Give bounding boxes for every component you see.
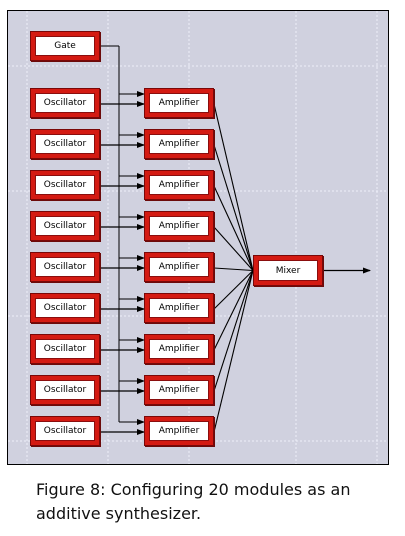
amplifier-module: Amplifier — [144, 416, 214, 446]
oscillator-module: Oscillator — [30, 252, 100, 282]
wires — [100, 45, 371, 435]
oscillator-module: Oscillator — [30, 293, 100, 323]
amplifier-module: Amplifier — [144, 334, 214, 364]
amplifier-module: Amplifier — [144, 375, 214, 405]
amplifier-module-label: Amplifier — [149, 339, 209, 359]
amplifier-module: Amplifier — [144, 170, 214, 200]
oscillator-module-label: Oscillator — [35, 257, 95, 277]
mixer-input-wire — [213, 270, 254, 351]
oscillator-module-label: Oscillator — [35, 216, 95, 236]
amplifier-module: Amplifier — [144, 211, 214, 241]
mixer-module: Mixer — [253, 255, 323, 286]
amplifier-module: Amplifier — [144, 293, 214, 323]
oscillator-module-label: Oscillator — [35, 380, 95, 400]
oscillator-module: Oscillator — [30, 334, 100, 364]
oscillator-module-label: Oscillator — [35, 93, 95, 113]
amplifier-module-label: Amplifier — [149, 298, 209, 318]
mixer-input-wire — [213, 270, 254, 392]
amplifier-module-label: Amplifier — [149, 257, 209, 277]
amplifier-module-label: Amplifier — [149, 93, 209, 113]
gate-module: Gate — [30, 31, 100, 61]
figure-caption: Figure 8: Configuring 20 modules as an a… — [36, 480, 351, 523]
oscillator-module-label: Oscillator — [35, 298, 95, 318]
mixer-input-wire — [213, 185, 254, 271]
oscillator-module: Oscillator — [30, 416, 100, 446]
oscillator-module-label: Oscillator — [35, 175, 95, 195]
amplifier-module-label: Amplifier — [149, 421, 209, 441]
oscillator-module-label: Oscillator — [35, 339, 95, 359]
amplifier-module-label: Amplifier — [149, 134, 209, 154]
amplifier-module: Amplifier — [144, 252, 214, 282]
oscillator-module: Oscillator — [30, 211, 100, 241]
mixer-input-wire — [213, 144, 254, 271]
oscillator-module-label: Oscillator — [35, 134, 95, 154]
oscillator-module: Oscillator — [30, 170, 100, 200]
amplifier-module: Amplifier — [144, 88, 214, 118]
gate-module-label: Gate — [35, 36, 95, 56]
mixer-module-label: Mixer — [258, 260, 318, 281]
oscillator-module-label: Oscillator — [35, 421, 95, 441]
mixer-input-wire — [213, 226, 254, 271]
oscillator-module: Oscillator — [30, 375, 100, 405]
mixer-input-wire — [213, 103, 254, 271]
amplifier-module: Amplifier — [144, 129, 214, 159]
oscillator-module: Oscillator — [30, 88, 100, 118]
amplifier-module-label: Amplifier — [149, 175, 209, 195]
mixer-input-wire — [213, 270, 254, 433]
amplifier-module-label: Amplifier — [149, 216, 209, 236]
mixer-input-wire — [213, 270, 254, 310]
oscillator-module: Oscillator — [30, 129, 100, 159]
mixer-input-wire — [213, 267, 254, 272]
amplifier-module-label: Amplifier — [149, 380, 209, 400]
